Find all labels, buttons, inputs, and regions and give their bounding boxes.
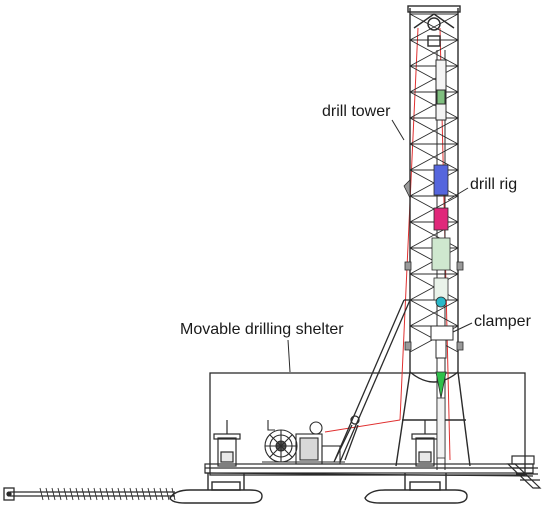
leader-shelter bbox=[287, 339, 291, 373]
tower-brace-diagonal bbox=[409, 117, 459, 145]
auger-segment bbox=[75, 487, 80, 501]
auger-segment bbox=[87, 487, 92, 501]
label-drill-rig: drill rig bbox=[470, 176, 518, 193]
auger-segment bbox=[69, 487, 74, 501]
leader-drill-tower bbox=[391, 119, 405, 141]
hoist-rope bbox=[324, 27, 451, 461]
label-drill-tower: drill tower bbox=[322, 103, 391, 120]
clamper-device bbox=[430, 325, 454, 359]
leader-drill-rig bbox=[447, 187, 469, 201]
label-shelter: Movable drilling shelter bbox=[180, 321, 344, 338]
winch-unit bbox=[262, 420, 345, 465]
tower-brace-diagonal bbox=[409, 39, 459, 67]
auger-segment bbox=[153, 487, 158, 501]
auger-segment bbox=[129, 487, 134, 501]
callout-lines bbox=[287, 119, 473, 373]
tower-brace-diagonal bbox=[409, 299, 459, 327]
auger-segment bbox=[135, 487, 140, 501]
auger-segments bbox=[39, 487, 176, 501]
drill-rig bbox=[431, 164, 451, 308]
auger-segment bbox=[117, 487, 122, 501]
auger-segment bbox=[105, 487, 110, 501]
auger-segment bbox=[171, 487, 176, 501]
auger-segment bbox=[63, 487, 68, 501]
support-jack-right bbox=[411, 420, 439, 467]
auger-segment bbox=[123, 487, 128, 501]
auger-tail bbox=[3, 487, 175, 501]
shelter-box bbox=[209, 372, 526, 476]
sled-runner-right bbox=[364, 473, 468, 504]
tower-brace-diagonal bbox=[409, 13, 459, 41]
auger-segment bbox=[51, 487, 56, 501]
tower-brace-diagonal bbox=[409, 65, 459, 93]
tower-brackets bbox=[403, 179, 464, 351]
stair-ladder bbox=[506, 455, 542, 489]
tower-brace-diagonal bbox=[409, 143, 459, 171]
drill-bit bbox=[435, 371, 447, 459]
auger-segment bbox=[39, 487, 44, 501]
auger-segment bbox=[81, 487, 86, 501]
label-clamper: clamper bbox=[474, 313, 531, 330]
auger-segment bbox=[159, 487, 164, 501]
auger-segment bbox=[111, 487, 116, 501]
sled-runner-left bbox=[169, 473, 263, 504]
support-jack-left bbox=[213, 420, 241, 467]
auger-segment bbox=[165, 487, 170, 501]
auger-segment bbox=[57, 487, 62, 501]
tower-brace-diagonal bbox=[409, 91, 459, 119]
base-platform bbox=[204, 463, 534, 477]
tower-brace-diagonal bbox=[409, 221, 459, 249]
auger-segment bbox=[93, 487, 98, 501]
leader-clamper bbox=[452, 322, 473, 333]
auger-segment bbox=[141, 487, 146, 501]
inclined-strut bbox=[333, 299, 411, 463]
tower-base-legs bbox=[395, 371, 471, 467]
auger-segment bbox=[99, 487, 104, 501]
auger-segment bbox=[147, 487, 152, 501]
auger-segment bbox=[45, 487, 50, 501]
